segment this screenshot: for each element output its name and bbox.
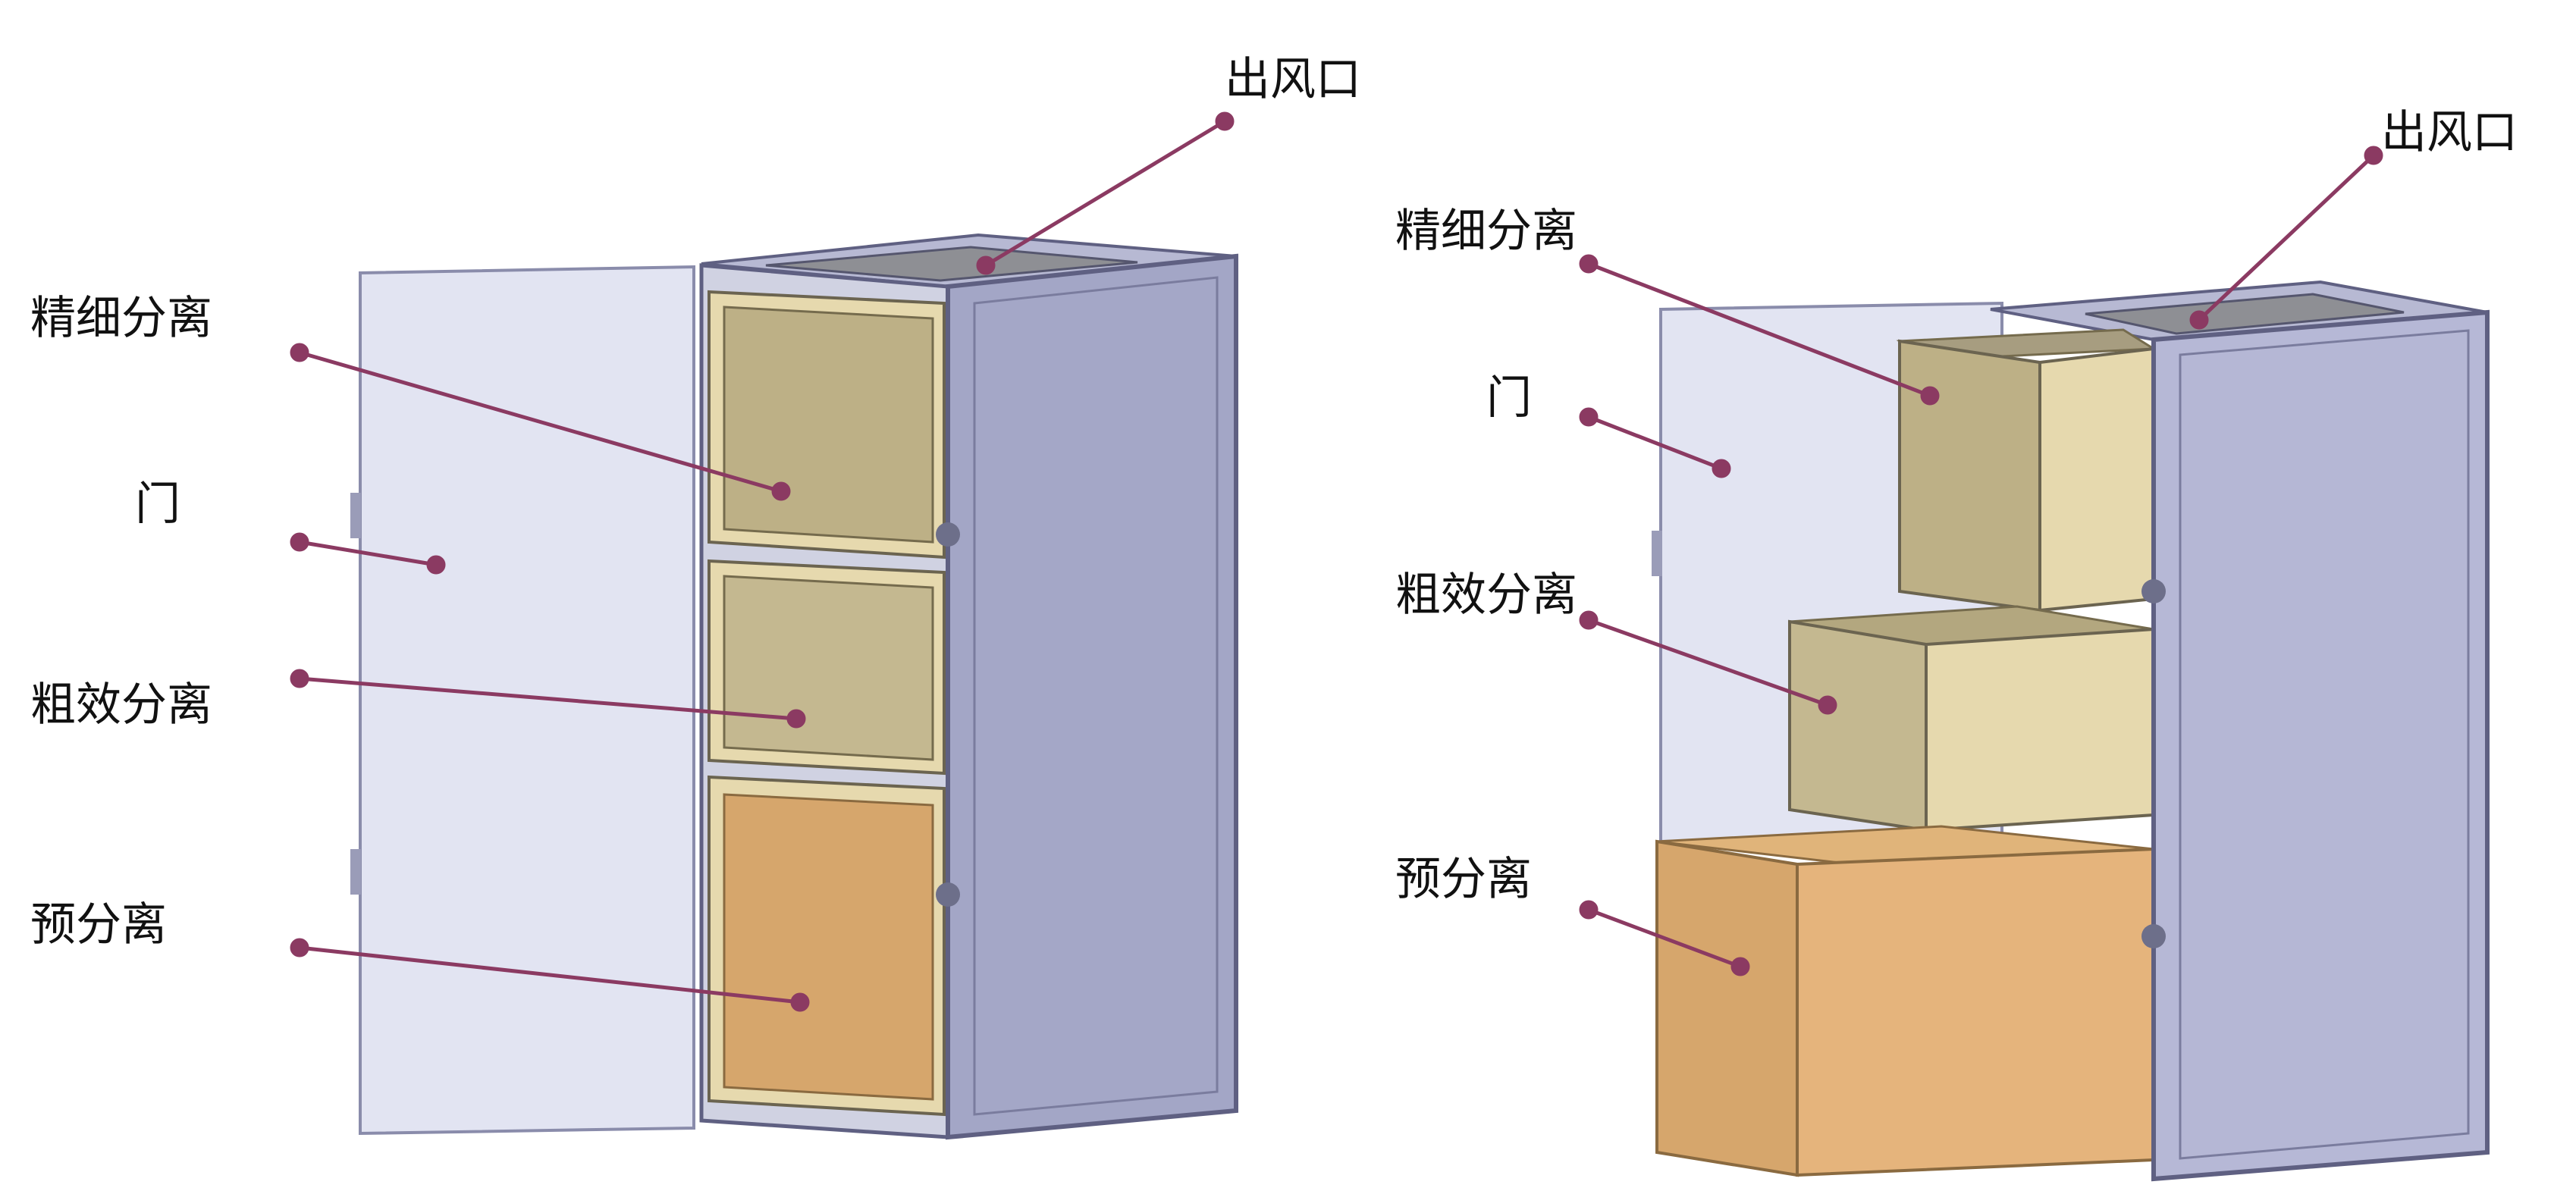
right-leader-pre <box>1588 907 1741 969</box>
right-cabinet-view <box>1652 280 2490 1182</box>
right-leader-coarse-dot-a <box>1579 610 1599 630</box>
left-door-hinge-top <box>350 493 361 538</box>
right-tray-pre-side <box>1796 847 2155 1177</box>
left-label-outlet: 出风口 <box>1225 53 1361 106</box>
left-leader-outlet <box>984 119 1226 268</box>
left-hinge-lower <box>936 882 960 907</box>
left-leader-pre <box>299 945 801 1005</box>
right-leader-door <box>1588 415 1722 471</box>
left-label-fine: 精细分离 <box>30 292 212 345</box>
right-label-outlet: 出风口 <box>2381 106 2518 159</box>
right-leader-outlet <box>2198 154 2375 321</box>
right-label-pre: 预分离 <box>1395 853 1532 906</box>
left-leader-outlet-dot-a <box>1215 111 1235 131</box>
right-hinge-upper <box>2141 579 2166 603</box>
left-side-panel-inset <box>973 276 1219 1116</box>
right-door-hinge <box>1652 531 1662 576</box>
left-leader-door-dot-a <box>290 532 309 552</box>
right-leader-outlet-dot-b <box>2189 310 2209 330</box>
left-hinge-upper <box>936 522 960 547</box>
left-leader-door-dot-b <box>426 555 446 575</box>
left-leader-fine <box>299 350 782 494</box>
left-leader-fine-dot-b <box>771 481 791 501</box>
right-leader-coarse-dot-b <box>1818 695 1837 715</box>
right-leader-door-dot-b <box>1712 459 1731 478</box>
right-hinge-lower <box>2141 924 2166 948</box>
left-outlet-opening <box>765 246 1138 282</box>
right-tray-coarse-front <box>1788 619 1928 832</box>
right-tray-fine-side <box>2038 346 2155 613</box>
left-leader-outlet-dot-b <box>976 255 996 275</box>
left-tray-pre <box>723 793 934 1101</box>
right-tray-coarse-side <box>1925 627 2155 832</box>
right-tray-pre-front <box>1655 839 1799 1177</box>
left-tray-coarse <box>723 575 934 761</box>
left-cabinet-view <box>350 233 1238 1140</box>
right-label-door: 门 <box>1486 371 1532 425</box>
leader-lines <box>290 111 2383 1012</box>
left-label-coarse: 粗效分离 <box>30 679 212 732</box>
right-outlet-opening <box>2085 293 2405 335</box>
left-door-hinge-bottom <box>350 849 361 895</box>
left-leader-coarse <box>299 676 797 721</box>
right-leader-outlet-dot-a <box>2364 146 2383 165</box>
right-leader-coarse <box>1588 618 1828 707</box>
right-leader-fine-dot-a <box>1579 254 1599 274</box>
labels: 出风口 精细分离 门 粗效分离 预分离 出风口 精细分离 门 粗效分离 预分离 <box>30 53 2518 951</box>
right-leader-pre-dot-b <box>1730 957 1750 976</box>
right-leader-fine-dot-b <box>1920 386 1940 406</box>
right-label-coarse: 粗效分离 <box>1395 569 1577 622</box>
right-leader-door-dot-a <box>1579 407 1599 427</box>
right-label-fine: 精细分离 <box>1395 205 1577 258</box>
left-tray-fine <box>723 306 934 544</box>
left-leader-fine-dot-a <box>290 343 309 362</box>
left-leader-pre-dot-a <box>290 938 309 958</box>
left-leader-coarse-dot-a <box>290 669 309 688</box>
right-leader-pre-dot-a <box>1579 900 1599 920</box>
right-leader-fine <box>1588 262 1931 398</box>
right-front-panel-inset <box>2179 329 2470 1160</box>
left-leader-coarse-dot-b <box>786 709 806 729</box>
left-label-door: 门 <box>135 478 180 531</box>
left-door-panel <box>359 265 695 1136</box>
right-tray-fine-front <box>1898 339 2041 613</box>
left-leader-pre-dot-b <box>790 992 810 1012</box>
left-label-pre: 预分离 <box>30 898 167 951</box>
left-leader-door <box>299 540 437 567</box>
